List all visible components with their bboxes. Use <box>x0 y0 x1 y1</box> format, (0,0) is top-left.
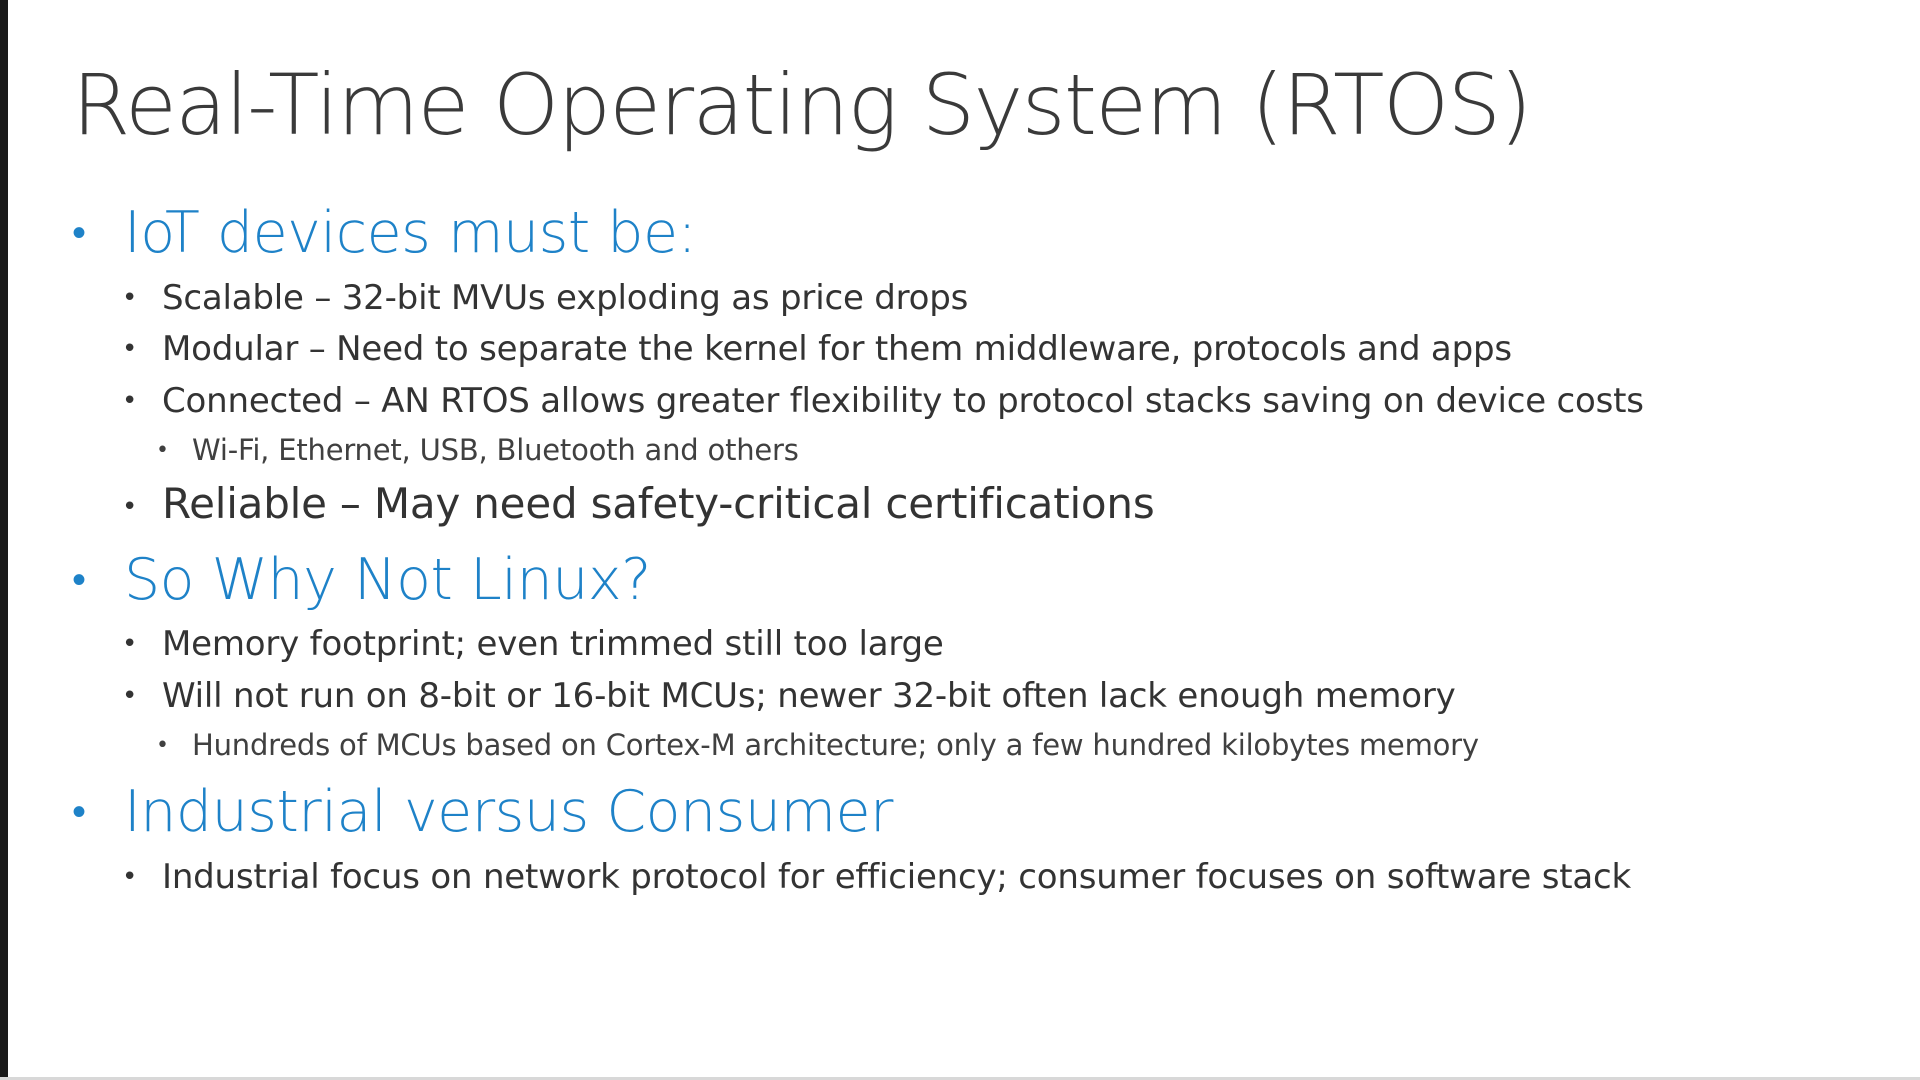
bullet-icon: • <box>122 862 138 892</box>
list-item-modular: • Modular – Need to separate the kernel f… <box>122 327 1512 371</box>
item-text: Reliable – May need safety-critical cert… <box>162 479 1155 528</box>
list-item-memory-footprint: • Memory footprint; even trimmed still to… <box>122 622 944 666</box>
section-heading-iot: • IoT devices must be: <box>72 198 697 268</box>
bullet-icon: • <box>122 681 138 711</box>
item-text: Hundreds of MCUs based on Cortex-M archi… <box>192 728 1479 762</box>
item-text: Industrial focus on network protocol for… <box>162 857 1632 897</box>
heading-text: Industrial versus Consumer <box>124 779 893 845</box>
bullet-icon: • <box>122 386 138 416</box>
list-item-reliable: • Reliable – May need safety-critical cer… <box>122 478 1155 533</box>
section-heading-industrial: • Industrial versus Consumer <box>72 777 893 847</box>
bullet-icon: • <box>122 334 138 364</box>
item-text: Memory footprint; even trimmed still too… <box>162 624 944 664</box>
item-text: Scalable – 32-bit MVUs exploding as pric… <box>162 278 969 318</box>
slide-title: Real-Time Operating System (RTOS) <box>72 56 1532 154</box>
item-text: Will not run on 8-bit or 16-bit MCUs; ne… <box>162 676 1456 716</box>
sub-item-cortex-m: • Hundreds of MCUs based on Cortex-M arch… <box>156 726 1479 765</box>
bullet-icon: • <box>72 210 86 256</box>
list-item-mcu-support: • Will not run on 8-bit or 16-bit MCUs; n… <box>122 674 1456 718</box>
bullet-icon: • <box>156 438 169 463</box>
bullet-icon: • <box>156 733 169 758</box>
heading-text: So Why Not Linux? <box>124 547 651 613</box>
item-text: Modular – Need to separate the kernel fo… <box>162 329 1512 369</box>
list-item-scalable: • Scalable – 32-bit MVUs exploding as pri… <box>122 276 968 320</box>
section-heading-linux: • So Why Not Linux? <box>72 545 651 615</box>
item-text: Connected – AN RTOS allows greater flexi… <box>162 381 1644 421</box>
bullet-icon: • <box>72 557 86 603</box>
list-item-connected: • Connected – AN RTOS allows greater flex… <box>122 379 1644 423</box>
heading-text: IoT devices must be: <box>124 200 697 266</box>
item-text: Wi-Fi, Ethernet, USB, Bluetooth and othe… <box>192 433 799 467</box>
bullet-icon: • <box>122 629 138 659</box>
list-item-industrial-focus: • Industrial focus on network protocol fo… <box>122 855 1631 899</box>
bullet-icon: • <box>72 789 86 835</box>
sub-item-connectivity: • Wi-Fi, Ethernet, USB, Bluetooth and oth… <box>156 431 799 470</box>
bullet-icon: • <box>122 283 138 313</box>
left-border <box>0 0 8 1080</box>
bottom-border <box>0 1077 1920 1080</box>
bullet-icon: • <box>122 492 138 522</box>
